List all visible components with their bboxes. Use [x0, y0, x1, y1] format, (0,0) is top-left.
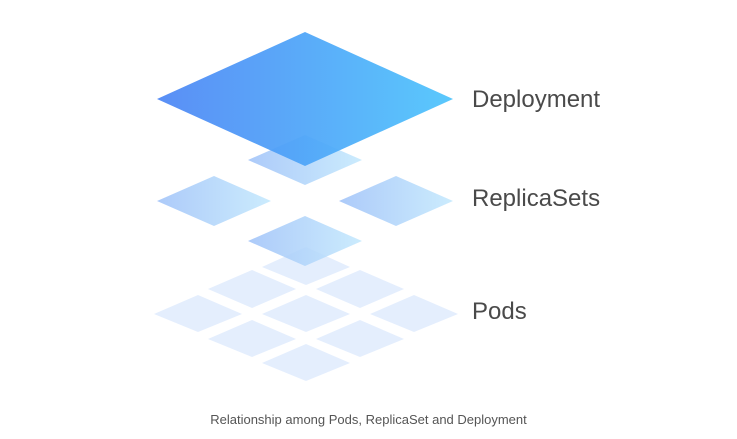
replicasets-label: ReplicaSets	[472, 185, 600, 212]
deployment-layer	[157, 32, 453, 166]
deployment-label: Deployment	[472, 86, 600, 113]
replicaset-shape	[339, 176, 453, 226]
pod-shape	[316, 270, 404, 308]
pod-shape	[208, 320, 296, 357]
pod-shape	[262, 344, 350, 381]
pod-shape	[262, 247, 350, 285]
pod-shape	[208, 270, 296, 308]
pods-layer	[154, 247, 458, 381]
replicaset-shape	[248, 216, 362, 266]
pod-shape	[154, 295, 242, 332]
pod-shape	[370, 295, 458, 332]
deployment-shape	[157, 32, 453, 166]
diagram-caption: Relationship among Pods, ReplicaSet and …	[210, 412, 527, 427]
pod-shape	[262, 295, 350, 332]
replicaset-shape	[157, 176, 271, 226]
pods-label: Pods	[472, 298, 527, 325]
pod-shape	[316, 320, 404, 357]
